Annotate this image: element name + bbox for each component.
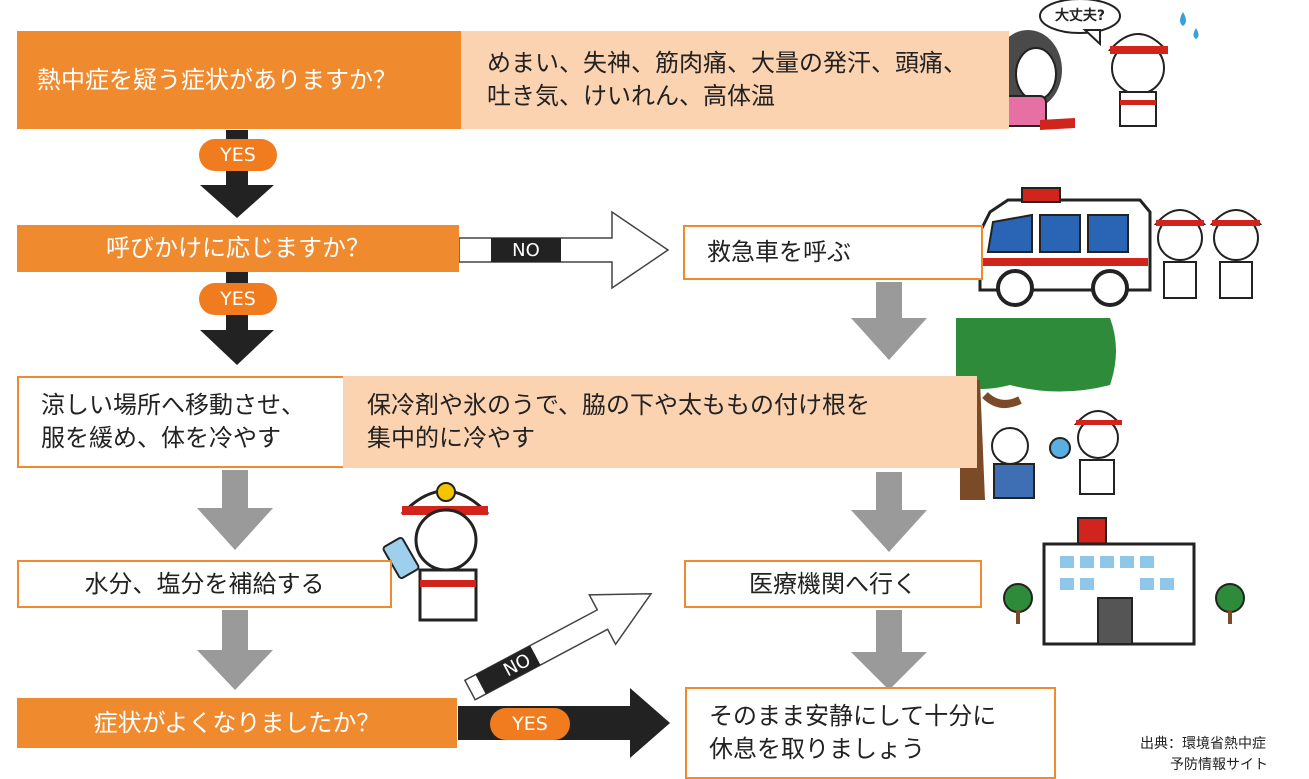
gray-arrow-ambulance-to-cool (851, 282, 927, 360)
cool-detail-line1: 保冷剤や氷のうで、脇の下や太ももの付け根を (367, 391, 871, 419)
speech-bubble (1039, 0, 1121, 47)
rest-line1: そのまま安静にして十分に (709, 702, 997, 730)
no-arrow-hospital (463, 592, 653, 701)
gray-arrow-hydrate-to-check (197, 610, 273, 690)
q1-question-box: 熱中症を疑う症状がありますか？ (17, 31, 461, 129)
call-ambulance-box: 救急車を呼ぶ (683, 225, 983, 280)
rescuers-illustration (1153, 209, 1263, 299)
gray-arrow-cool-to-hospital (851, 472, 927, 552)
cool-down-box: 涼しい場所へ移動させ、 服を緩め、体を冷やす (17, 376, 345, 468)
gray-arrow-hospital-to-rest (851, 610, 927, 690)
q3-question-box: 症状がよくなりましたか？ (17, 698, 457, 748)
call-ambulance-text: 救急車を呼ぶ (707, 238, 851, 266)
gray-arrow-cool-to-hydrate (197, 470, 273, 550)
yes-label-2: YES (199, 283, 277, 315)
q2-question: 呼びかけに応じますか？ (106, 234, 370, 262)
q1-symptoms-line1: めまい、失神、筋肉痛、大量の発汗、頭痛、 (487, 49, 967, 77)
cool-line1: 涼しい場所へ移動させ、 (41, 391, 305, 419)
hospital-box: 医療機関へ行く (684, 560, 982, 608)
hospital-illustration (1003, 517, 1245, 646)
hydrate-text: 水分、塩分を補給する (84, 569, 325, 598)
no-label-1: NO (491, 238, 561, 262)
tree-shade-illustration (956, 318, 1123, 500)
no-arrow-ambulance (458, 210, 670, 290)
q2-question-box: 呼びかけに応じますか？ (17, 225, 459, 272)
rest-line2: 休息を取りましょう (709, 735, 925, 763)
cool-line2: 服を緩め、体を冷やす (41, 424, 281, 452)
q1-symptoms-box: めまい、失神、筋肉痛、大量の発汗、頭痛、 吐き気、けいれん、高体温 (461, 31, 1009, 129)
yes-label-3: YES (490, 708, 570, 740)
hospital-text: 医療機関へ行く (749, 569, 917, 598)
q1-symptoms-line2: 吐き気、けいれん、高体温 (487, 82, 775, 110)
rest-box: そのまま安静にして十分に 休息を取りましょう (685, 687, 1056, 779)
cool-detail-line2: 集中的に冷やす (367, 424, 535, 452)
person-check-illustration (994, 12, 1199, 130)
ambulance-illustration (978, 187, 1152, 307)
hydrate-box: 水分、塩分を補給する (17, 560, 392, 608)
q3-question: 症状がよくなりましたか？ (93, 708, 381, 737)
credit-line1: 出典：環境省熱中症 (1140, 736, 1266, 752)
credit-line2: 予防情報サイト (1170, 757, 1268, 773)
yes-label-1: YES (199, 139, 277, 171)
q1-question: 熱中症を疑う症状がありますか？ (37, 65, 397, 94)
speech-bubble-text: 大丈夫? (1054, 8, 1106, 24)
cool-detail-box: 保冷剤や氷のうで、脇の下や太ももの付け根を 集中的に冷やす (343, 376, 977, 468)
